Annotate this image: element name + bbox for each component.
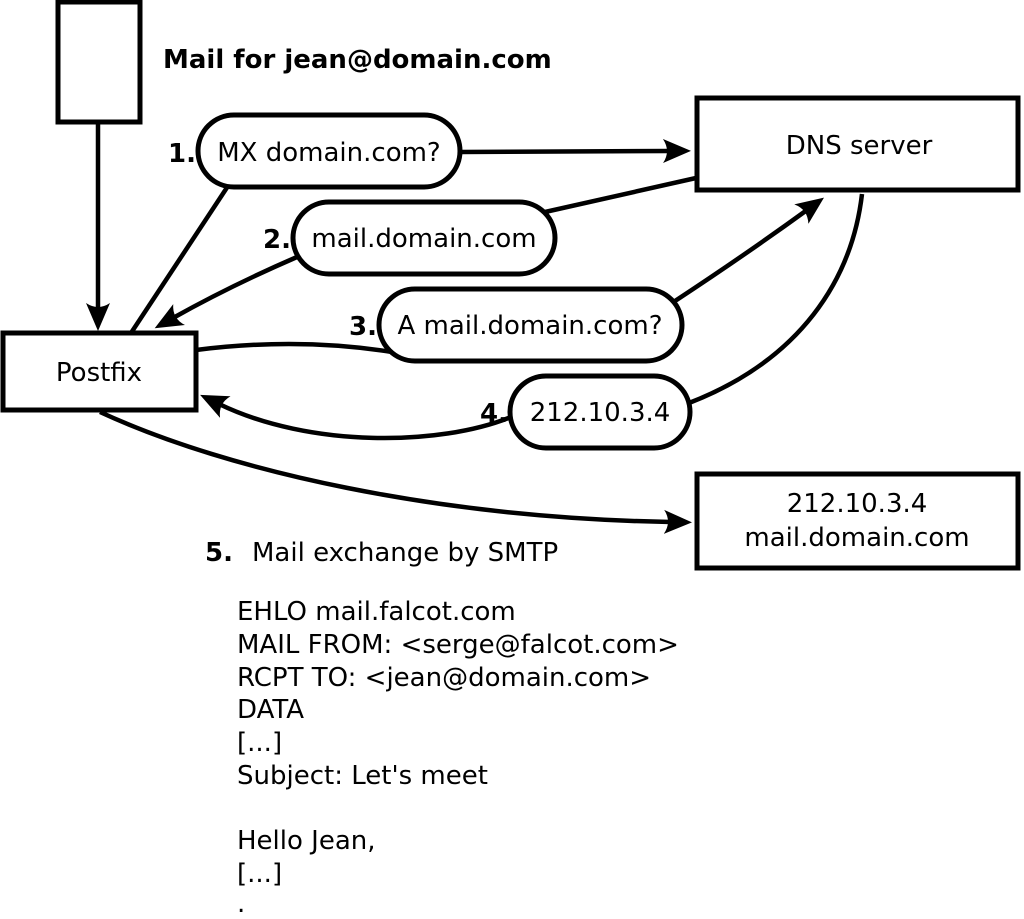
mail-server-ip-label: 212.10.3.4 bbox=[787, 489, 928, 519]
connector-dns-to-a-response bbox=[688, 193, 865, 406]
smtp-line: [...] bbox=[237, 728, 282, 758]
dns-server-label: DNS server bbox=[786, 131, 933, 161]
connector-dns-to-mx-response bbox=[544, 175, 697, 215]
smtp-line: EHLO mail.falcot.com bbox=[237, 597, 516, 627]
step-4-number: 4. bbox=[480, 399, 508, 429]
smtp-line: [...] bbox=[237, 859, 282, 889]
smtp-session-transcript: EHLO mail.falcot.com MAIL FROM: <serge@f… bbox=[237, 597, 679, 919]
smtp-line: RCPT TO: <jean@domain.com> bbox=[237, 663, 651, 693]
a-response-pill bbox=[507, 373, 693, 451]
mail-server-box bbox=[694, 471, 1021, 571]
arrow-a-response-to-postfix bbox=[200, 394, 512, 441]
step-2-number: 2. bbox=[263, 225, 291, 255]
step-1-number: 1. bbox=[168, 139, 196, 169]
mx-query-pill bbox=[195, 112, 463, 190]
smtp-line: DATA bbox=[237, 695, 304, 725]
step-3-number: 3. bbox=[349, 312, 377, 342]
mail-for-label: Mail for jean@domain.com bbox=[163, 45, 552, 75]
mail-message-icon bbox=[55, 0, 143, 125]
smtp-line: Hello Jean, bbox=[237, 826, 376, 856]
a-response-label: 212.10.3.4 bbox=[530, 398, 671, 428]
dns-server-box bbox=[694, 95, 1021, 193]
mail-server-host-label: mail.domain.com bbox=[744, 523, 969, 553]
mx-response-label: mail.domain.com bbox=[311, 224, 536, 254]
a-query-pill bbox=[376, 286, 685, 364]
mx-query-label: MX domain.com? bbox=[217, 138, 440, 168]
arrow-mx-response-to-postfix bbox=[154, 254, 298, 329]
smtp-exchange-label: Mail exchange by SMTP bbox=[252, 538, 558, 568]
postfix-box bbox=[0, 330, 199, 413]
connector-postfix-to-mx-query bbox=[129, 184, 230, 335]
arrow-a-query-to-dns bbox=[673, 197, 824, 303]
smtp-line: . bbox=[237, 889, 245, 919]
arrow-mx-query-to-dns bbox=[459, 139, 691, 164]
smtp-line: Subject: Let's meet bbox=[237, 761, 488, 791]
smtp-line: MAIL FROM: <serge@falcot.com> bbox=[237, 630, 679, 660]
connector-postfix-to-a-query bbox=[195, 341, 393, 355]
mx-response-pill bbox=[290, 199, 558, 277]
arrow-postfix-to-mailserver-smtp bbox=[99, 409, 692, 534]
step-5-number: 5. bbox=[205, 538, 233, 568]
postfix-label: Postfix bbox=[56, 358, 142, 388]
a-query-label: A mail.domain.com? bbox=[398, 311, 663, 341]
